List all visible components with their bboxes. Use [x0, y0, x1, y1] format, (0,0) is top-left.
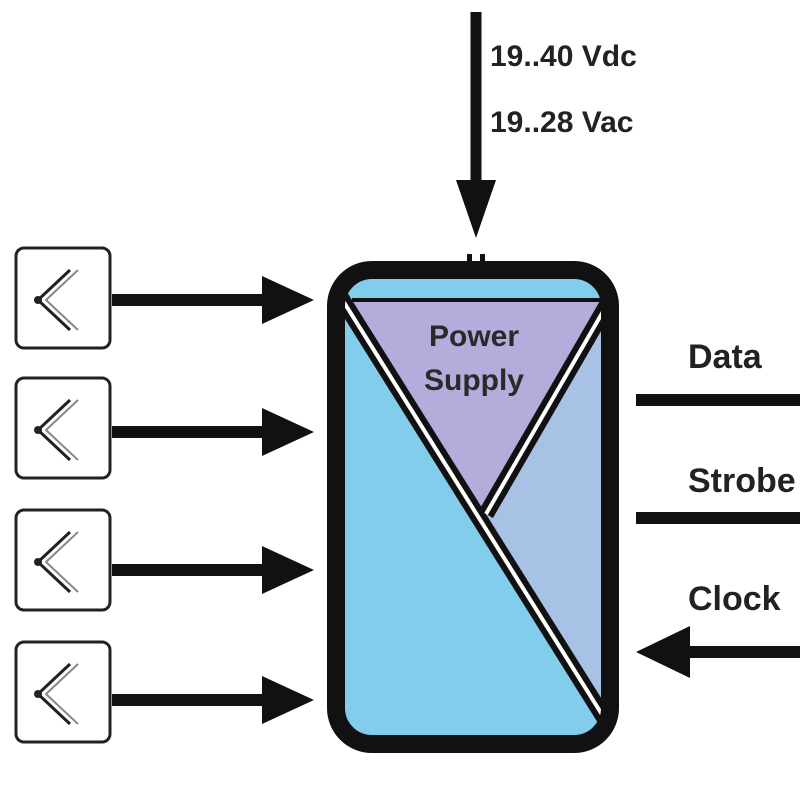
power-input-arrowhead	[456, 180, 496, 238]
isolation-barrier-gap	[338, 294, 610, 742]
thermocouple-icon-shadow	[44, 663, 79, 725]
thermocouple-box	[14, 376, 112, 480]
input-arrowhead	[262, 676, 314, 724]
input-arrowhead	[262, 408, 314, 456]
power-supply-section	[352, 300, 604, 514]
power-supply-label-line2: Supply	[424, 364, 524, 397]
input-arrowhead	[262, 546, 314, 594]
power-supply-label-line1: Power	[429, 320, 519, 353]
thermocouple-icon-shadow	[44, 269, 79, 331]
thermocouple-icon-shadow	[44, 399, 79, 461]
thermocouple-junction-icon	[34, 558, 42, 566]
input-arrowhead	[262, 276, 314, 324]
module-outline	[327, 261, 619, 753]
clock-arrowhead	[636, 626, 690, 678]
thermocouple-box	[14, 640, 112, 744]
thermocouple-junction-icon	[34, 690, 42, 698]
power-ac-label: 19..28 Vac	[490, 106, 633, 139]
thermocouple-box	[14, 246, 112, 350]
power-dc-label: 19..40 Vdc	[490, 40, 637, 73]
output-section	[486, 290, 610, 740]
data-label: Data	[688, 338, 763, 376]
power-barrier-gap	[484, 294, 610, 516]
clock-label: Clock	[688, 580, 781, 618]
sensor-input-2	[14, 376, 314, 480]
sensor-input-1	[14, 246, 314, 350]
thermocouple-box	[14, 508, 112, 612]
thermocouple-icon-shadow	[44, 531, 79, 593]
thermocouple-junction-icon	[34, 426, 42, 434]
isolator-module	[327, 261, 619, 753]
strobe-label: Strobe	[688, 462, 796, 500]
sensor-input-3	[14, 508, 314, 612]
sensor-input-4	[14, 640, 314, 744]
thermocouple-junction-icon	[34, 296, 42, 304]
